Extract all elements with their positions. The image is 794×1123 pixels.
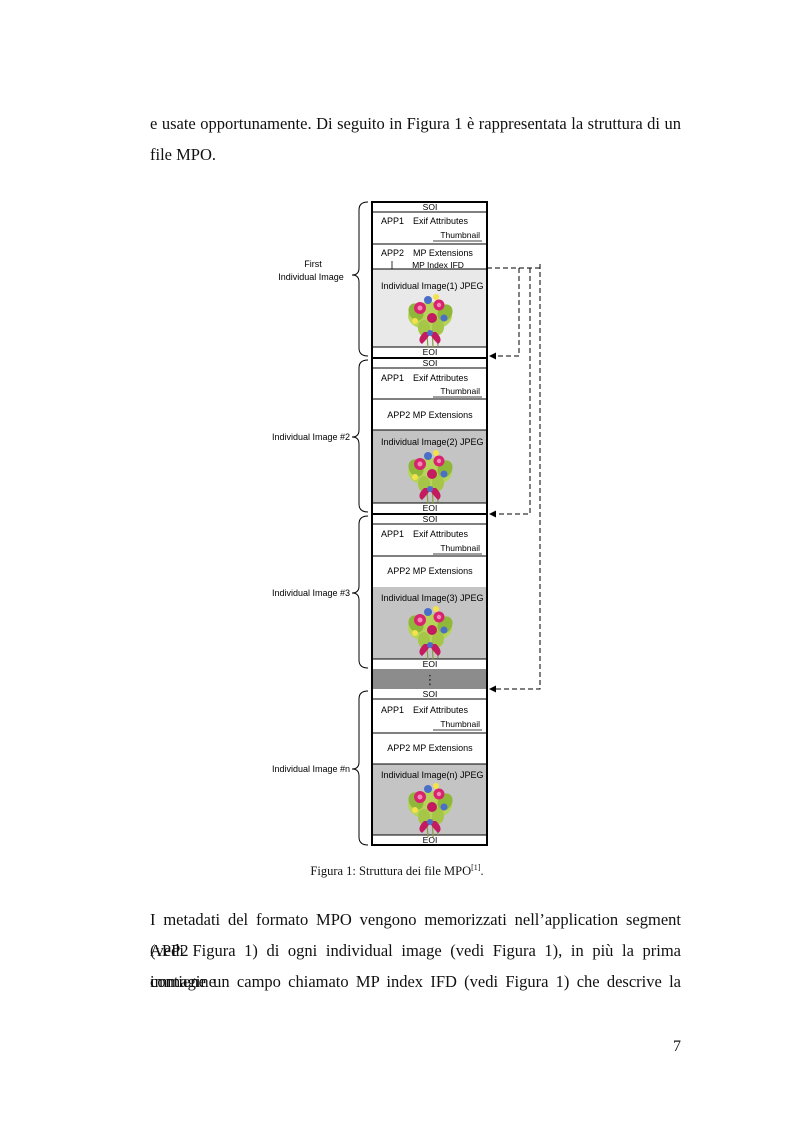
image-3-label: Individual Image #3 [272,588,350,598]
exif-label: Exif Attributes [413,529,469,539]
app2-mp-label: APP2 MP Extensions [387,410,473,420]
soi-label: SOI [423,358,438,368]
structure-outline [371,201,488,846]
caption-reference: [1] [471,863,481,872]
eoi-label: EOI [423,347,438,357]
brace-image-n [351,690,369,846]
body-paragraph: I metadati del formato MPO vengono memor… [150,904,681,997]
text-line: I metadati del formato MPO vengono memor… [150,910,681,960]
mp-index-label: MP Index IFD [412,260,464,270]
thumbnail-label: Thumbnail [440,386,480,396]
text-line: file MPO. [150,145,216,164]
caption-text: Figura 1: Struttura dei file MPO [310,864,472,878]
jpeg-label: Individual Image(2) JPEG [381,437,484,447]
brace-image-2 [351,359,369,513]
caption-period: . [480,864,484,878]
first-image-label: Individual Image [278,272,344,282]
exif-label: Exif Attributes [413,216,469,226]
soi-label: SOI [423,202,438,212]
jpeg-label: Individual Image(1) JPEG [381,281,484,291]
mp-extensions-label: MP Extensions [413,248,473,258]
eoi-label: EOI [423,503,438,513]
intro-paragraph: e usate opportunamente. Di seguito in Fi… [150,108,681,170]
pointer-arrowheads [489,352,496,693]
exif-label: Exif Attributes [413,705,469,715]
jpeg-label: Individual Image(3) JPEG [381,593,484,603]
app2-mp-label: APP2 MP Extensions [387,566,473,576]
app1-label: APP1 [381,529,404,539]
brace-image-3 [351,515,369,669]
soi-label: SOI [423,689,438,699]
figure-caption: Figura 1: Struttura dei file MPO[1]. [0,863,794,879]
app1-label: APP1 [381,216,404,226]
thumbnail-label: Thumbnail [440,719,480,729]
soi-label: SOI [423,514,438,524]
thumbnail-label: Thumbnail [440,230,480,240]
app1-label: APP1 [381,373,404,383]
page-number: 7 [673,1038,681,1055]
app2-mp-label: APP2 MP Extensions [387,743,473,753]
eoi-label: EOI [423,659,438,669]
brace-first [351,201,369,357]
ellipsis-separator [372,669,487,689]
image-2-label: Individual Image #2 [272,432,350,442]
text-line: e usate opportunamente. Di seguito in Fi… [150,114,681,133]
ellipsis-mark: ⋮ [424,672,437,687]
exif-label: Exif Attributes [413,373,469,383]
app2-label: APP2 [381,248,404,258]
text-line: contiene un campo chiamato MP index IFD … [150,972,681,991]
eoi-label: EOI [423,835,438,845]
thumbnail-label: Thumbnail [440,543,480,553]
jpeg-label: Individual Image(n) JPEG [381,770,484,780]
image-n-label: Individual Image #n [272,764,350,774]
app1-label: APP1 [381,705,404,715]
mp-index-pointers [487,264,541,690]
first-image-label: First [304,259,322,269]
text-line: (vedi Figura 1) di ogni individual image… [150,941,681,991]
